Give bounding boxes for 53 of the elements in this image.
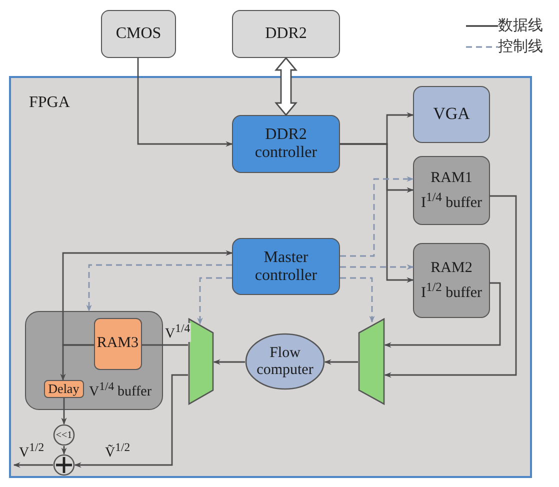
multiplexer-symbol [188,318,214,405]
data-arrow [137,58,233,147]
block-label: RAM1 [430,170,472,186]
block-label: V$^{1/4}$ buffer [89,381,152,400]
memory-box [413,156,490,225]
process-ellipse [245,333,325,390]
data-arrow [340,143,414,283]
output-box [413,86,490,143]
data-arrow [384,282,501,348]
block-label: DDR2 controller [254,126,318,162]
data-arrow [13,462,53,468]
control-arrow [340,176,414,257]
multiplexer-symbol [358,318,385,405]
data-arrow [61,398,67,425]
memory-box [413,243,490,318]
data-arrow [324,359,358,365]
double-arrow [274,56,298,116]
block-label: RAM3 [96,335,139,352]
device-box [232,10,340,58]
data-arrow [60,344,94,381]
legend-label: 数据线 [498,16,543,35]
block-label: RAM2 [430,260,472,276]
block-label: FPGA [29,94,70,112]
control-arrow [340,277,375,323]
block-sublabel: I$^{1/4}$ buffer [420,190,482,211]
block-label: VGA [433,105,470,124]
data-arrow [384,195,517,378]
adder-symbol [53,454,75,476]
controller-box [232,238,340,295]
block-label: CMOS [116,25,162,43]
edge-label: V$^{1/4}$ [164,323,192,342]
data-line [142,344,188,346]
block-label: DDR2 [265,25,307,43]
controller-box [232,115,340,173]
data-arrow [213,359,245,365]
data-arrow [74,374,188,468]
block-label: Flow computer [256,345,314,378]
block-label: <<1 [56,430,72,440]
legend-label: 控制线 [498,37,543,56]
data-arrow [61,446,67,455]
control-arrow [340,264,414,270]
block-label: Delay [48,382,80,396]
data-arrow [62,250,233,346]
memory-box [94,318,142,370]
delay-box [44,380,84,398]
chip-boundary-box [9,76,532,478]
block-sublabel: I$^{1/2}$ buffer [420,280,482,301]
shift-operator-circle [53,424,75,446]
buffer-group-box [25,311,163,410]
control-arrow [197,277,232,325]
block-label: Master controller [254,248,318,284]
device-box [101,10,176,58]
control-arrow [86,264,232,312]
